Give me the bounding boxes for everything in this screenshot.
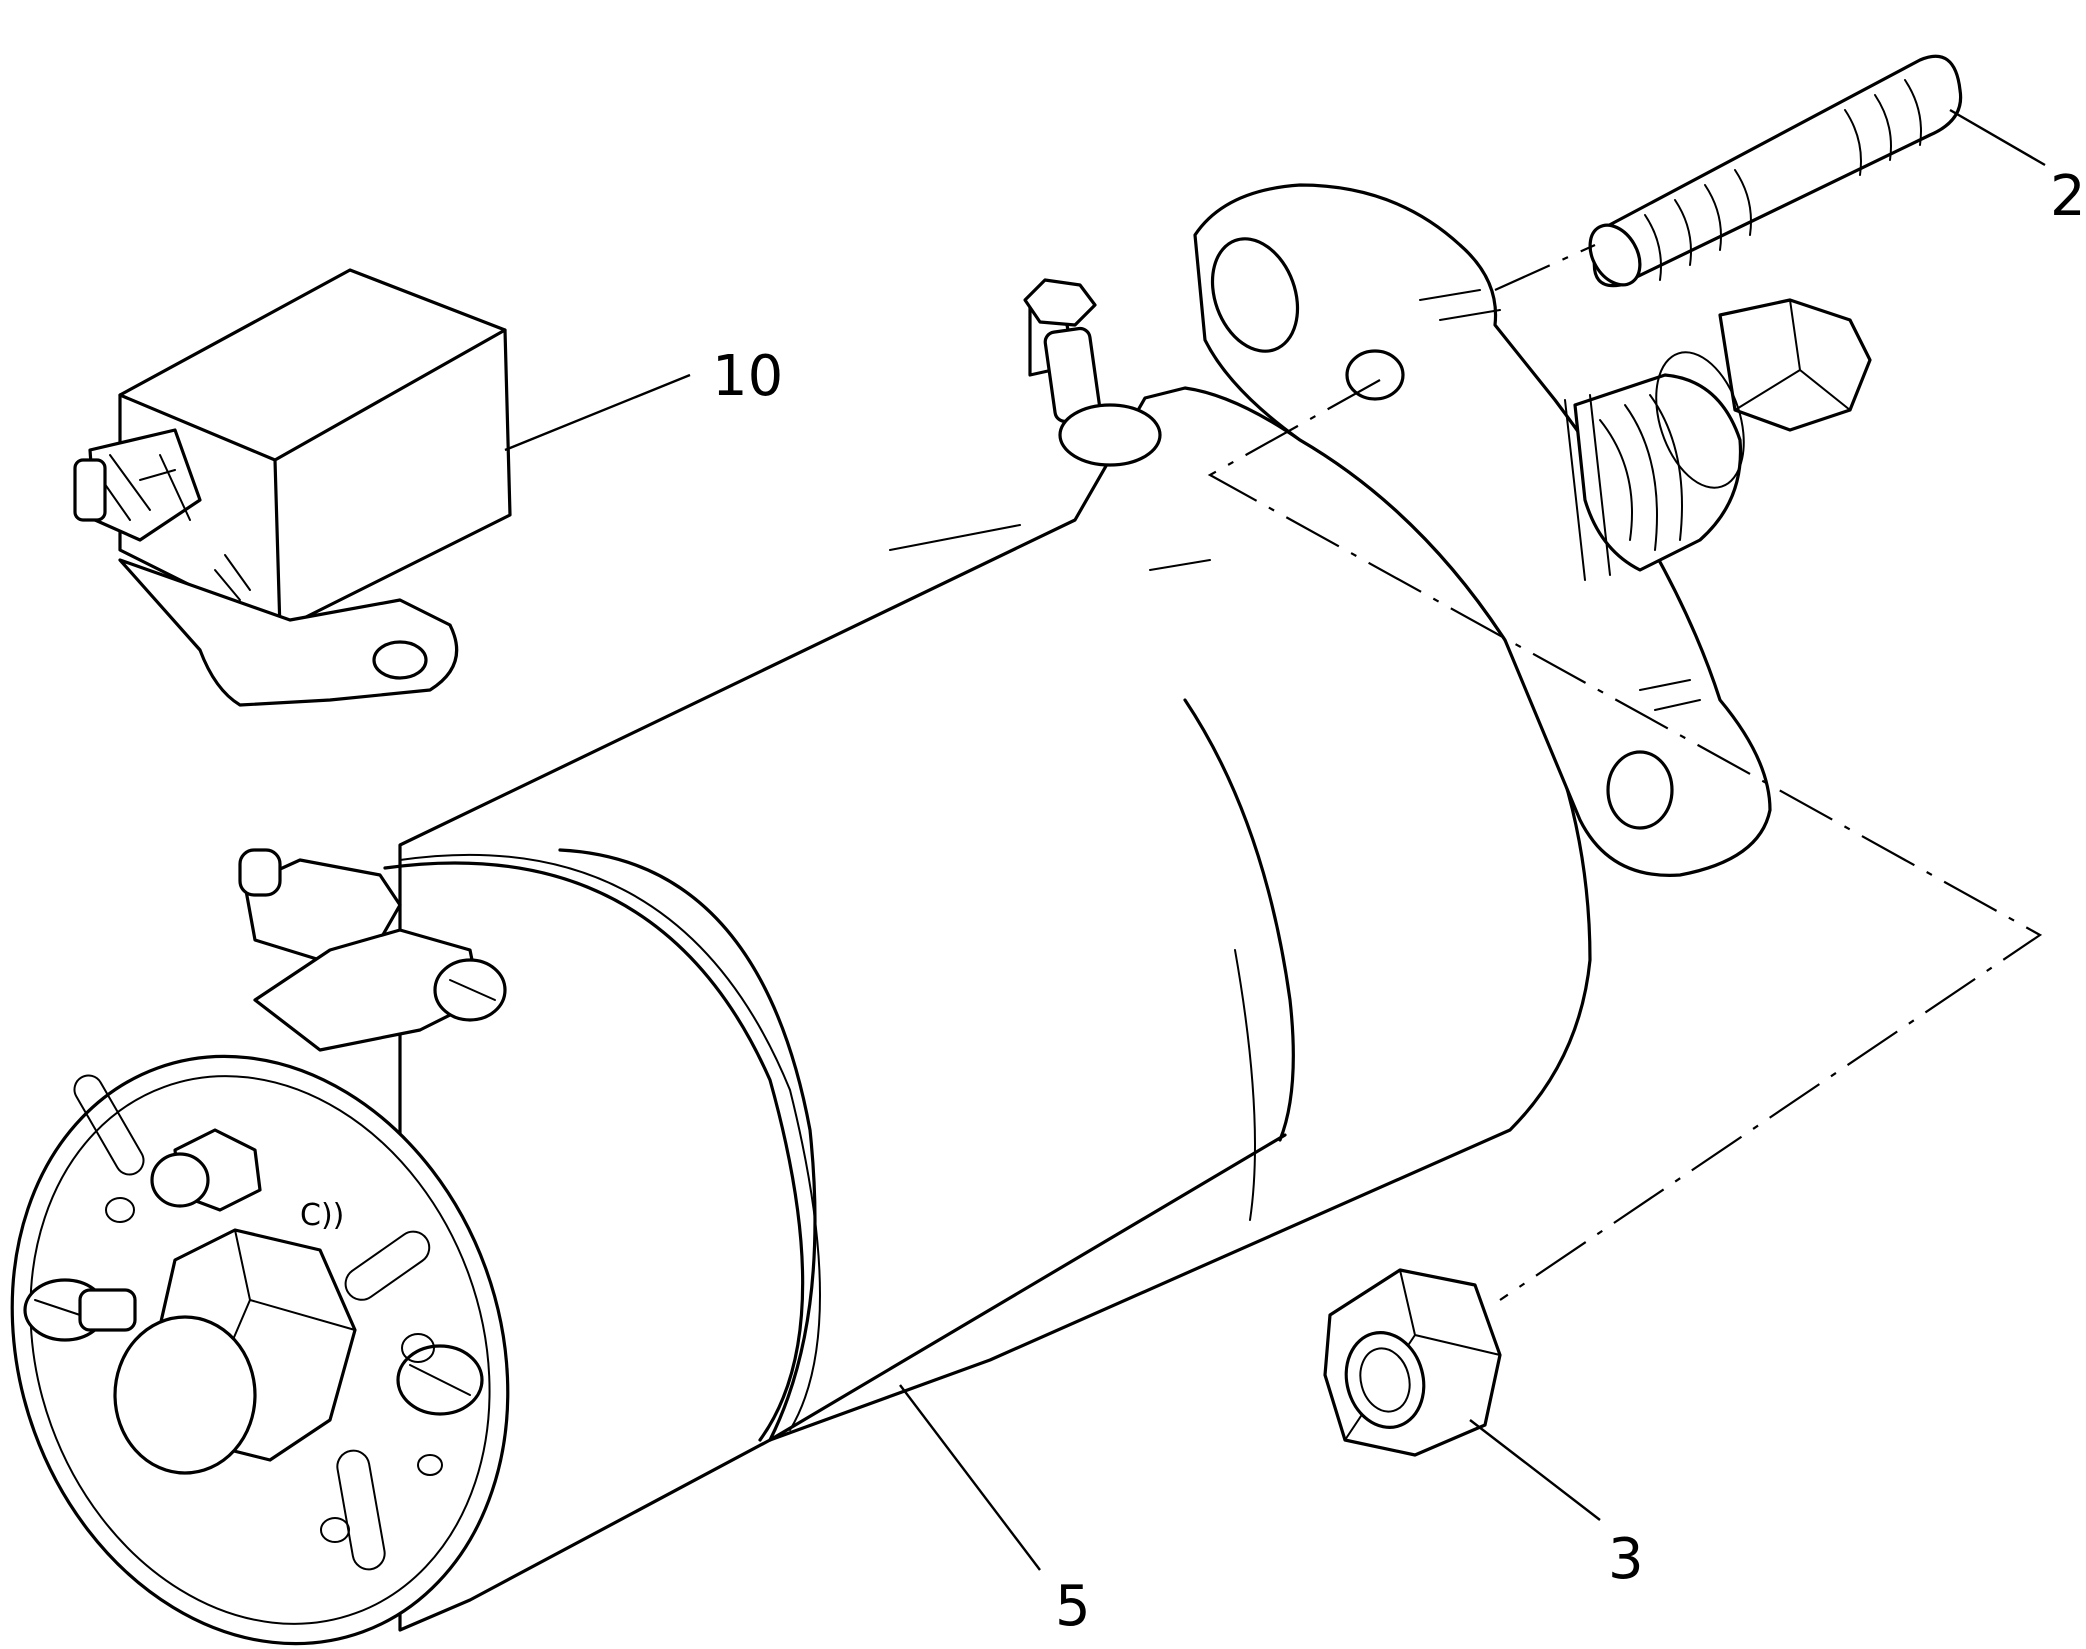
svg-text:C)): C)) bbox=[300, 1198, 344, 1233]
nut bbox=[1323, 1268, 1502, 1457]
relay bbox=[73, 268, 512, 707]
stud bbox=[1588, 54, 1963, 288]
callout-2: 2 bbox=[2050, 164, 2086, 229]
breather-fitting bbox=[1023, 278, 1162, 467]
terminal-screw-left bbox=[23, 1278, 137, 1342]
assembly-lines bbox=[1207, 243, 2043, 1301]
leader-lines bbox=[504, 108, 2046, 1571]
starter-motor: C)) bbox=[10, 278, 1592, 1646]
drive-end-flange bbox=[1193, 183, 1772, 877]
callout-10: 10 bbox=[712, 344, 783, 409]
terminal-stud-top bbox=[105, 1128, 262, 1223]
callout-3: 3 bbox=[1608, 1527, 1644, 1592]
callout-5: 5 bbox=[1055, 1574, 1091, 1639]
pinion-drive bbox=[1564, 298, 1872, 581]
terminal-screw-right bbox=[396, 1333, 484, 1416]
